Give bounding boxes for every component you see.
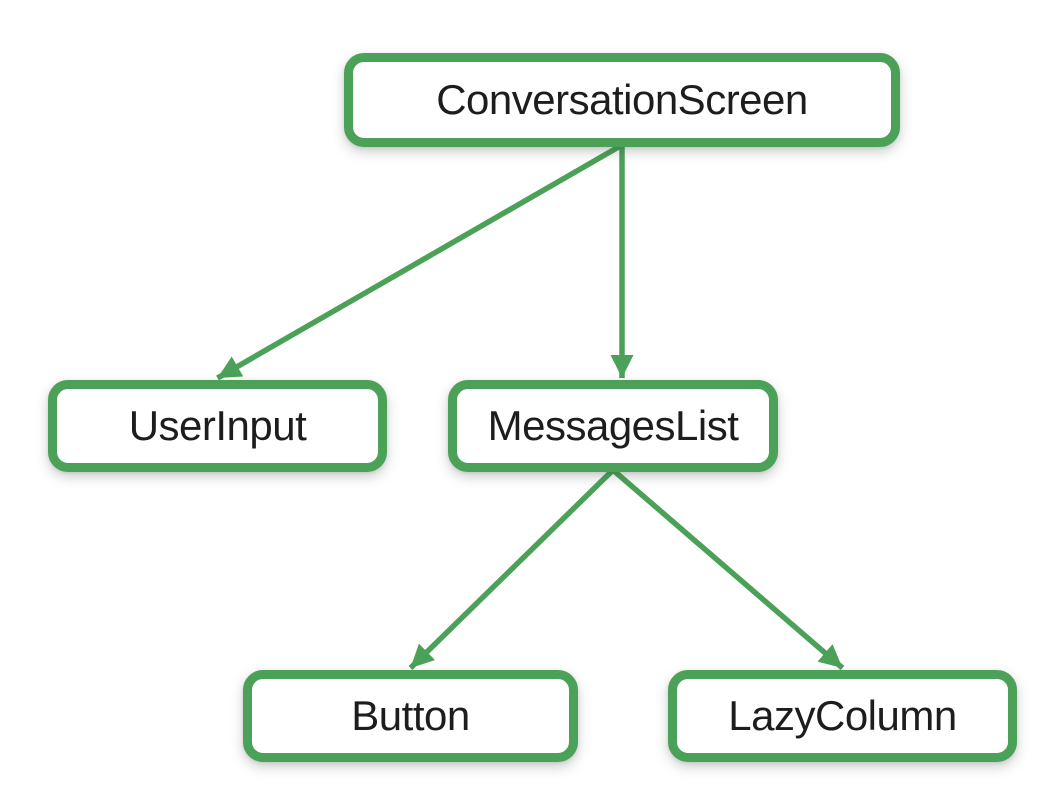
edge-messages-list-to-lazy-column [611, 467, 845, 671]
edge-conversation-screen-to-user-input [216, 142, 624, 381]
node-button: Button [243, 670, 578, 762]
edge-messages-list-to-button [408, 468, 615, 670]
node-lazy-column: LazyColumn [668, 670, 1017, 762]
node-label-user-input: UserInput [128, 402, 307, 449]
node-messages-list: MessagesList [448, 380, 778, 472]
node-label-conversation-screen: ConversationScreen [436, 76, 808, 123]
node-label-button: Button [351, 692, 470, 739]
node-user-input: UserInput [48, 380, 387, 472]
node-conversation-screen: ConversationScreen [344, 53, 900, 147]
node-label-lazy-column: LazyColumn [728, 692, 957, 739]
node-label-messages-list: MessagesList [487, 402, 739, 449]
